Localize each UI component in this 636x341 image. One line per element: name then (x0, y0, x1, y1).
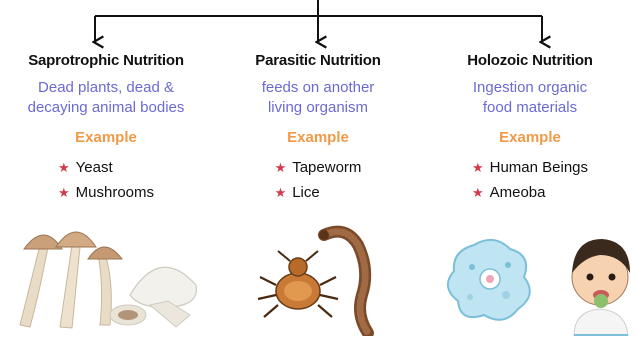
louse-and-tapeworm-illustration (212, 215, 424, 336)
example-item-ameoba: Ameoba (490, 184, 546, 201)
list-item: ★ Lice (275, 180, 362, 205)
star-icon: ★ (58, 185, 70, 200)
parasitic-title: Parasitic Nutrition (212, 50, 424, 72)
saprotrophic-example-list: ★ Yeast ★ Mushrooms (58, 155, 154, 205)
amoeba-icon (448, 240, 530, 320)
louse-icon (258, 251, 338, 317)
holozoic-description-line-2: food materials (424, 98, 636, 118)
list-item: ★ Yeast (58, 155, 154, 180)
holozoic-description-line-1: Ingestion organic (424, 78, 636, 98)
list-item: ★ Tapeworm (275, 155, 362, 180)
boy-eating-icon (572, 239, 630, 336)
parasitic-column: Parasitic Nutrition feeds on another liv… (212, 50, 424, 205)
star-icon: ★ (472, 160, 484, 175)
holozoic-description: Ingestion organic food materials (424, 78, 636, 118)
star-icon: ★ (275, 185, 287, 200)
holozoic-column: Holozoic Nutrition Ingestion organic foo… (424, 50, 636, 205)
saprotrophic-description-line-2: decaying animal bodies (0, 98, 212, 118)
example-item-human-beings: Human Beings (490, 159, 588, 176)
list-item: ★ Ameoba (472, 180, 588, 205)
saprotrophic-column: Saprotrophic Nutrition Dead plants, dead… (0, 50, 212, 205)
list-item: ★ Human Beings (472, 155, 588, 180)
tree-connectors (0, 0, 636, 50)
parasitic-example-label: Example (212, 129, 424, 149)
saprotrophic-example-label: Example (0, 129, 212, 149)
saprotrophic-description: Dead plants, dead & decaying animal bodi… (0, 78, 212, 118)
parasitic-description-line-1: feeds on another (212, 78, 424, 98)
parasitic-description-line-2: living organism (212, 98, 424, 118)
star-icon: ★ (58, 160, 70, 175)
mushrooms-illustration (0, 215, 212, 336)
example-item-yeast: Yeast (76, 159, 113, 176)
holozoic-example-list: ★ Human Beings ★ Ameoba (472, 155, 588, 205)
example-item-lice: Lice (292, 184, 320, 201)
star-icon: ★ (275, 160, 287, 175)
parasitic-example-list: ★ Tapeworm ★ Lice (275, 155, 362, 205)
amoeba-and-boy-illustration (424, 215, 636, 336)
holozoic-example-label: Example (424, 129, 636, 149)
saprotrophic-title: Saprotrophic Nutrition (0, 50, 212, 72)
example-item-tapeworm: Tapeworm (292, 159, 361, 176)
star-icon: ★ (472, 185, 484, 200)
holozoic-title: Holozoic Nutrition (424, 50, 636, 72)
parasitic-description: feeds on another living organism (212, 78, 424, 118)
list-item: ★ Mushrooms (58, 180, 154, 205)
saprotrophic-description-line-1: Dead plants, dead & (0, 78, 212, 98)
example-item-mushrooms: Mushrooms (76, 184, 154, 201)
